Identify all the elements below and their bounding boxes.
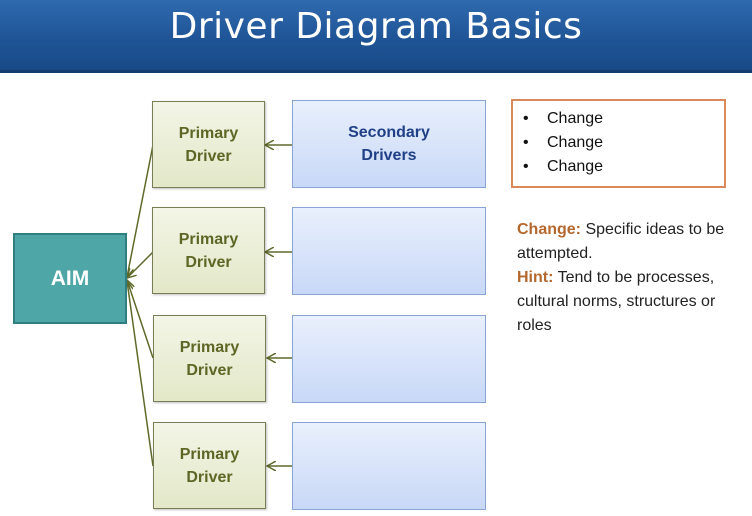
aim-label: AIM [50,266,90,290]
primary-driver-line1: Primary [178,124,239,142]
description-text: Change: Specific ideas to be attempted. … [517,218,745,338]
primary-driver-line2: Driver [185,147,232,165]
bullet-icon: • [523,158,529,175]
change-item-label: Change [547,134,604,151]
connector-primary-3-to-aim [127,280,154,359]
secondary-driver-box: Secondary Drivers [292,100,486,188]
secondary-driver-line2: Drivers [361,147,417,164]
change-list-item: • Change [523,131,724,155]
secondary-driver-box [292,422,486,510]
change-list-item: • Change [523,155,724,179]
primary-driver-box: Primary Driver [152,207,265,294]
change-ideas-box: • Change • Change • Change [511,99,726,188]
hint-text: Tend to be processes, cultural norms, st… [517,269,716,334]
bullet-icon: • [523,134,529,151]
bullet-icon: • [523,110,529,127]
primary-driver-line2: Driver [186,361,233,379]
primary-driver-line1: Primary [178,230,239,248]
secondary-driver-box [292,207,486,295]
secondary-driver-box [292,315,486,403]
primary-driver-line2: Driver [186,468,233,486]
title-banner: Driver Diagram Basics [0,0,752,73]
hint-label: Hint: [517,269,554,286]
primary-driver-line1: Primary [179,445,240,463]
change-item-label: Change [547,158,604,175]
change-list-item: • Change [523,107,724,131]
primary-driver-line1: Primary [179,338,240,356]
connector-primary-4-to-aim [127,281,154,467]
connector-primary-1-to-aim [127,144,154,277]
page-title: Driver Diagram Basics [169,6,583,47]
change-definition-label: Change: [517,221,581,238]
primary-driver-box: Primary Driver [153,315,266,402]
primary-driver-line2: Driver [185,253,232,271]
primary-driver-box: Primary Driver [152,101,265,188]
change-list: • Change • Change • Change [523,107,724,179]
change-definition-text: Specific ideas to be attempted. [517,221,725,262]
aim-box: AIM [13,233,127,324]
primary-driver-box: Primary Driver [153,422,266,509]
secondary-driver-line1: Secondary [348,124,430,141]
connector-primary-2-to-aim [127,251,154,278]
change-item-label: Change [547,110,604,127]
